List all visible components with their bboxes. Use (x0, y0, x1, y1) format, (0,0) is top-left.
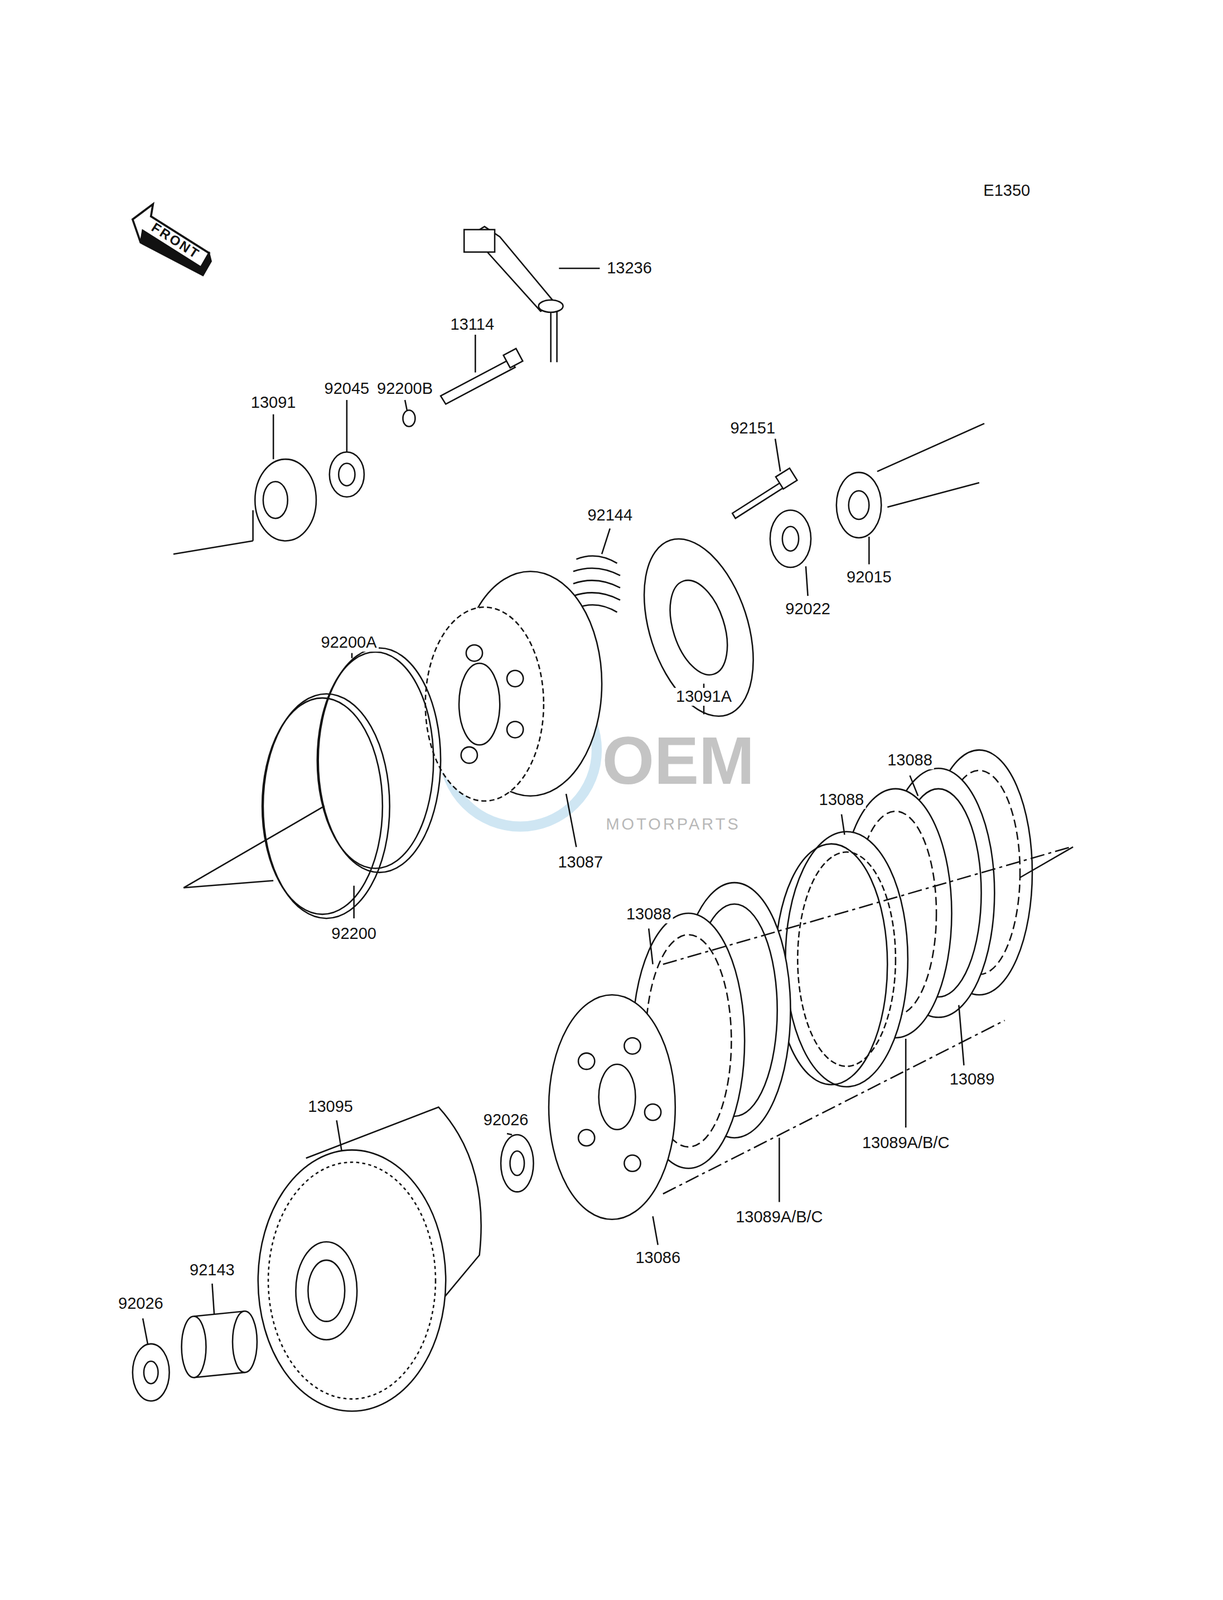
callout-number: 92200B (375, 379, 435, 398)
callout-number: 13088 (885, 751, 935, 770)
callout-number: 92045 (322, 379, 372, 398)
callout-number: 92026 (116, 1294, 166, 1313)
callout-number: 13089A/B/C (860, 1133, 951, 1152)
callout-number: 92200A (319, 633, 379, 652)
callout-number: 13088 (624, 905, 674, 923)
watermark: OEM (600, 723, 757, 797)
callout-number: 13236 (605, 259, 654, 278)
callout-number: 92026 (481, 1110, 531, 1129)
callout-number: 92022 (783, 600, 833, 618)
callout-number: 13087 (556, 853, 605, 872)
callout-number: 13095 (306, 1098, 355, 1116)
callout-number: 13088 (817, 790, 867, 809)
callout-number: 13091 (249, 394, 298, 413)
watermark: MOTORPARTS (603, 815, 742, 834)
callout-number: 92151 (728, 419, 777, 438)
callout-number: 13086 (633, 1248, 683, 1267)
callout-number: 13091A (674, 687, 734, 706)
callout-number: 13089 (948, 1070, 997, 1089)
drawing-code: E1350 (981, 181, 1032, 200)
callout-number: 13114 (448, 315, 497, 334)
callout-number: 92015 (844, 568, 894, 587)
direction-arrow-label: FRONT (147, 218, 204, 263)
callout-number: 92200 (329, 924, 379, 943)
callout-number: 13089A/B/C (733, 1207, 825, 1226)
callout-number: 92144 (585, 506, 635, 525)
callout-number: 92143 (187, 1260, 237, 1279)
